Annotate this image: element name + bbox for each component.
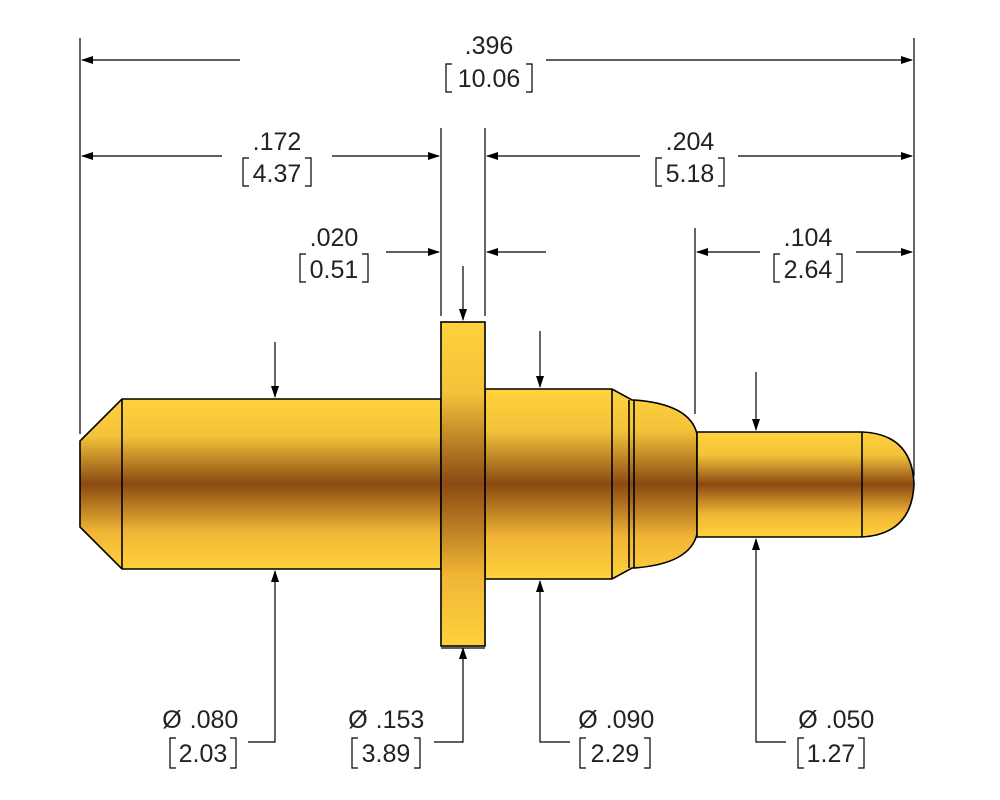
dia-barrel: Ø .090 2.29 [578,706,655,769]
dim-flange-thickness-mm: 0.51 [310,256,359,284]
barrel-section [484,388,698,580]
diameter-symbol: Ø [162,706,181,734]
dia-barrel-inch: .090 [606,706,655,734]
dim-overall-length: .396 10.06 [445,32,533,93]
dia-flange-mm: 3.89 [362,740,411,768]
dia-flange-inch: .153 [376,706,425,734]
dim-flange-thickness-inch: .020 [310,224,359,252]
flange [440,321,486,647]
diameter-symbol: Ø [798,706,817,734]
extension-lines [79,38,915,649]
dimension-lines [81,56,913,743]
dia-plunger-mm: 1.27 [807,740,856,768]
diameter-symbol: Ø [578,706,597,734]
dim-flange-thickness: .020 0.51 [299,224,369,284]
dim-right-inch: .204 [666,128,715,156]
dim-left-inch: .172 [253,128,302,156]
pin-body [79,321,915,647]
dim-tip-length: .104 2.64 [773,224,843,284]
dia-barrel-mm: 2.29 [591,740,640,768]
dim-overall-mm: 10.06 [458,65,521,93]
tail-section [79,398,442,570]
diameter-symbol: Ø [348,706,367,734]
dim-right-length: .204 5.18 [655,128,725,188]
dia-plunger: Ø .050 1.27 [797,706,875,769]
dim-right-mm: 5.18 [666,160,715,188]
dia-tail: Ø .080 2.03 [162,706,239,769]
plunger-section [696,431,915,538]
dim-tip-mm: 2.64 [784,256,833,284]
dim-overall-inch: .396 [465,32,514,60]
dim-left-mm: 4.37 [253,160,302,188]
dia-plunger-inch: .050 [826,706,875,734]
dia-flange: Ø .153 3.89 [348,706,425,769]
dim-tip-inch: .104 [784,224,833,252]
dim-left-length: .172 4.37 [242,128,312,188]
dia-tail-inch: .080 [190,706,239,734]
dia-tail-mm: 2.03 [179,740,228,768]
